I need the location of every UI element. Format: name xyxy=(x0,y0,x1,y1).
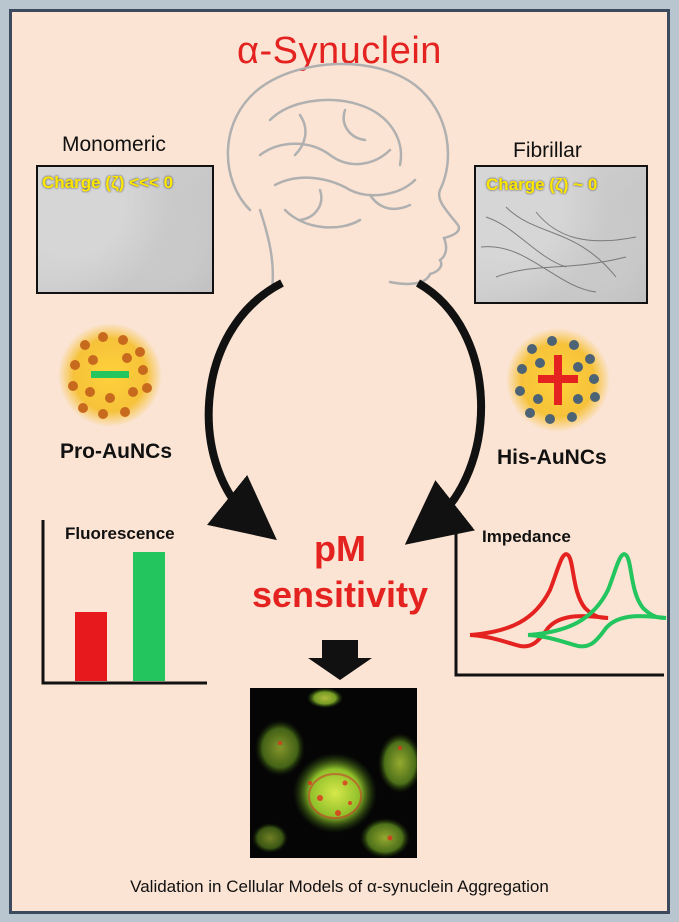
footer-caption: Validation in Cellular Models of α-synuc… xyxy=(130,877,549,896)
impedance-axes xyxy=(454,525,664,677)
pro-aunc-label: Pro-AuNCs xyxy=(60,440,173,463)
impedance-curve-1 xyxy=(469,552,609,649)
sensitivity-line2: sensitivity xyxy=(251,574,429,615)
fluorescence-bar-1 xyxy=(75,612,107,681)
monomeric-label: Monomeric xyxy=(62,133,166,156)
his-aunc-label: His-AuNCs xyxy=(497,446,607,469)
fibrillar-charge-label: Charge (ζ) ~ 0 xyxy=(486,175,598,194)
cell-fluorescence-texture xyxy=(252,688,417,858)
right-curved-arrow xyxy=(404,279,485,545)
positive-charge-icon xyxy=(538,355,578,405)
fluorescence-bar-2 xyxy=(133,552,165,681)
negative-charge-icon xyxy=(91,371,129,378)
impedance-title: Impedance xyxy=(482,527,571,546)
impedance-curve-2 xyxy=(527,552,667,649)
cellular-microscopy-image xyxy=(250,688,417,858)
fibrillar-label: Fibrillar xyxy=(513,139,582,162)
impedance-chart: Impedance xyxy=(454,525,667,677)
fluorescence-title: Fluorescence xyxy=(65,524,175,543)
fibrillar-tem-image: Charge (ζ) ~ 0 xyxy=(474,165,648,304)
sensitivity-line1: pM xyxy=(314,528,366,569)
head-brain-illustration xyxy=(226,62,461,290)
pro-aunc-particle xyxy=(58,323,162,427)
fluorescence-chart: Fluorescence xyxy=(41,520,207,685)
fibril-texture xyxy=(480,206,637,293)
monomeric-tem-image: Charge (ζ) <<< 0 xyxy=(36,165,214,294)
monomeric-charge-label: Charge (ζ) <<< 0 xyxy=(42,173,174,192)
down-arrow xyxy=(308,640,372,680)
left-curved-arrow xyxy=(204,279,284,541)
fluorescence-axes xyxy=(41,520,207,685)
his-aunc-particle xyxy=(506,328,610,432)
